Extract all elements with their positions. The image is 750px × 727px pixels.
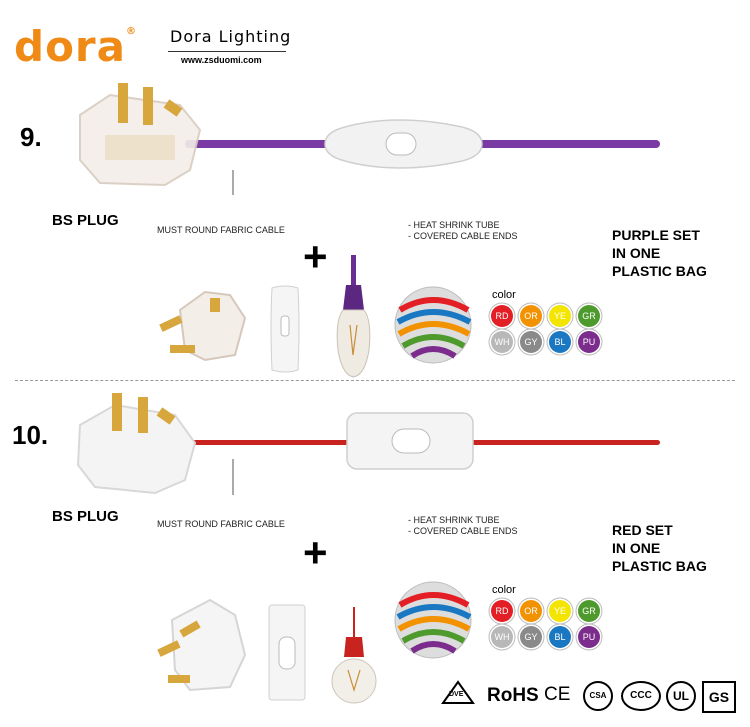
- switch-small-icon: [268, 604, 306, 701]
- switch-small-icon: [270, 285, 300, 373]
- color-swatches: RD OR YE GR WH GY BL PU: [491, 600, 611, 650]
- brand-url: www.zsduomi.com: [181, 55, 262, 65]
- brand-title: Dora Lighting: [170, 27, 292, 46]
- tube-note-2: - COVERED CABLE ENDS: [408, 526, 518, 536]
- inline-switch-icon: [346, 412, 474, 470]
- bs-plug-clear-icon: [79, 83, 202, 187]
- swatch-gr: GR: [578, 305, 600, 327]
- swatch-gy: GY: [520, 626, 542, 648]
- color-title: color: [492, 289, 516, 301]
- swatch-gr: GR: [578, 600, 600, 622]
- ce-mark: CE: [544, 684, 571, 705]
- tube-note-2: - COVERED CABLE ENDS: [408, 231, 518, 241]
- color-title: color: [492, 584, 516, 596]
- swatch-or: OR: [520, 305, 542, 327]
- set-label-line-1: RED SET: [612, 522, 673, 538]
- certification-marks: DVE RoHS CE CSA CCC UL GS: [440, 678, 740, 718]
- pendant-bulb-red-icon: [331, 607, 377, 704]
- bs-plug-clear-small-icon: [159, 290, 247, 362]
- brand-underline: [168, 51, 286, 52]
- section-number: 9.: [20, 122, 42, 152]
- swatch-pu: PU: [578, 626, 600, 648]
- dve-mark-icon: [441, 680, 475, 704]
- plug-label: BS PLUG: [52, 508, 119, 525]
- pendant-bulb-purple-icon: [336, 255, 371, 378]
- gs-mark: GS: [702, 681, 736, 713]
- set-label-line-3: PLASTIC BAG: [612, 263, 707, 279]
- set-label: PURPLE SET IN ONE PLASTIC BAG: [612, 226, 707, 280]
- color-swatches: RD OR YE GR WH GY BL PU: [491, 305, 611, 355]
- product-illustration-red: [76, 393, 660, 495]
- plus-icon: +: [303, 529, 328, 576]
- cable-note: MUST ROUND FABRIC CABLE: [157, 519, 285, 529]
- swatch-bl: BL: [549, 331, 571, 353]
- ul-mark: UL: [666, 681, 696, 711]
- ccc-mark: CCC: [621, 681, 661, 711]
- swatch-rd: RD: [491, 600, 513, 622]
- section-number: 10.: [12, 420, 49, 450]
- swatch-ye: YE: [549, 305, 571, 327]
- dve-mark: DVE: [449, 691, 464, 698]
- components-row-purple: [159, 255, 472, 378]
- swatch-ye: YE: [549, 600, 571, 622]
- set-label-line-2: IN ONE: [612, 245, 661, 261]
- brand-logo: dora®: [14, 22, 137, 71]
- swatch-rd: RD: [491, 305, 513, 327]
- swatch-bl: BL: [549, 626, 571, 648]
- swatch-pu: PU: [578, 331, 600, 353]
- swatch-wh: WH: [491, 331, 513, 353]
- tube-note-1: - HEAT SHRINK TUBE: [408, 220, 500, 230]
- inline-switch-icon: [324, 119, 483, 169]
- plug-label: BS PLUG: [52, 212, 119, 229]
- section-divider: [15, 380, 735, 381]
- swatch-gy: GY: [520, 331, 542, 353]
- cable-colors-circle-icon: [394, 581, 472, 659]
- set-label-line-3: PLASTIC BAG: [612, 558, 707, 574]
- cable-note: MUST ROUND FABRIC CABLE: [157, 225, 285, 235]
- product-illustration-purple: [79, 83, 660, 195]
- rohs-mark: RoHS: [487, 685, 539, 706]
- set-label: RED SET IN ONE PLASTIC BAG: [612, 521, 707, 575]
- swatch-wh: WH: [491, 626, 513, 648]
- set-label-line-1: PURPLE SET: [612, 227, 700, 243]
- tube-note-1: - HEAT SHRINK TUBE: [408, 515, 500, 525]
- csa-mark: CSA: [583, 681, 613, 711]
- components-row-red: [157, 581, 472, 704]
- cable-colors-circle-icon: [394, 286, 472, 364]
- swatch-or: OR: [520, 600, 542, 622]
- bs-plug-white-icon: [76, 393, 197, 495]
- plus-icon: +: [303, 233, 328, 280]
- bs-plug-white-small-icon: [157, 598, 247, 692]
- set-label-line-2: IN ONE: [612, 540, 661, 556]
